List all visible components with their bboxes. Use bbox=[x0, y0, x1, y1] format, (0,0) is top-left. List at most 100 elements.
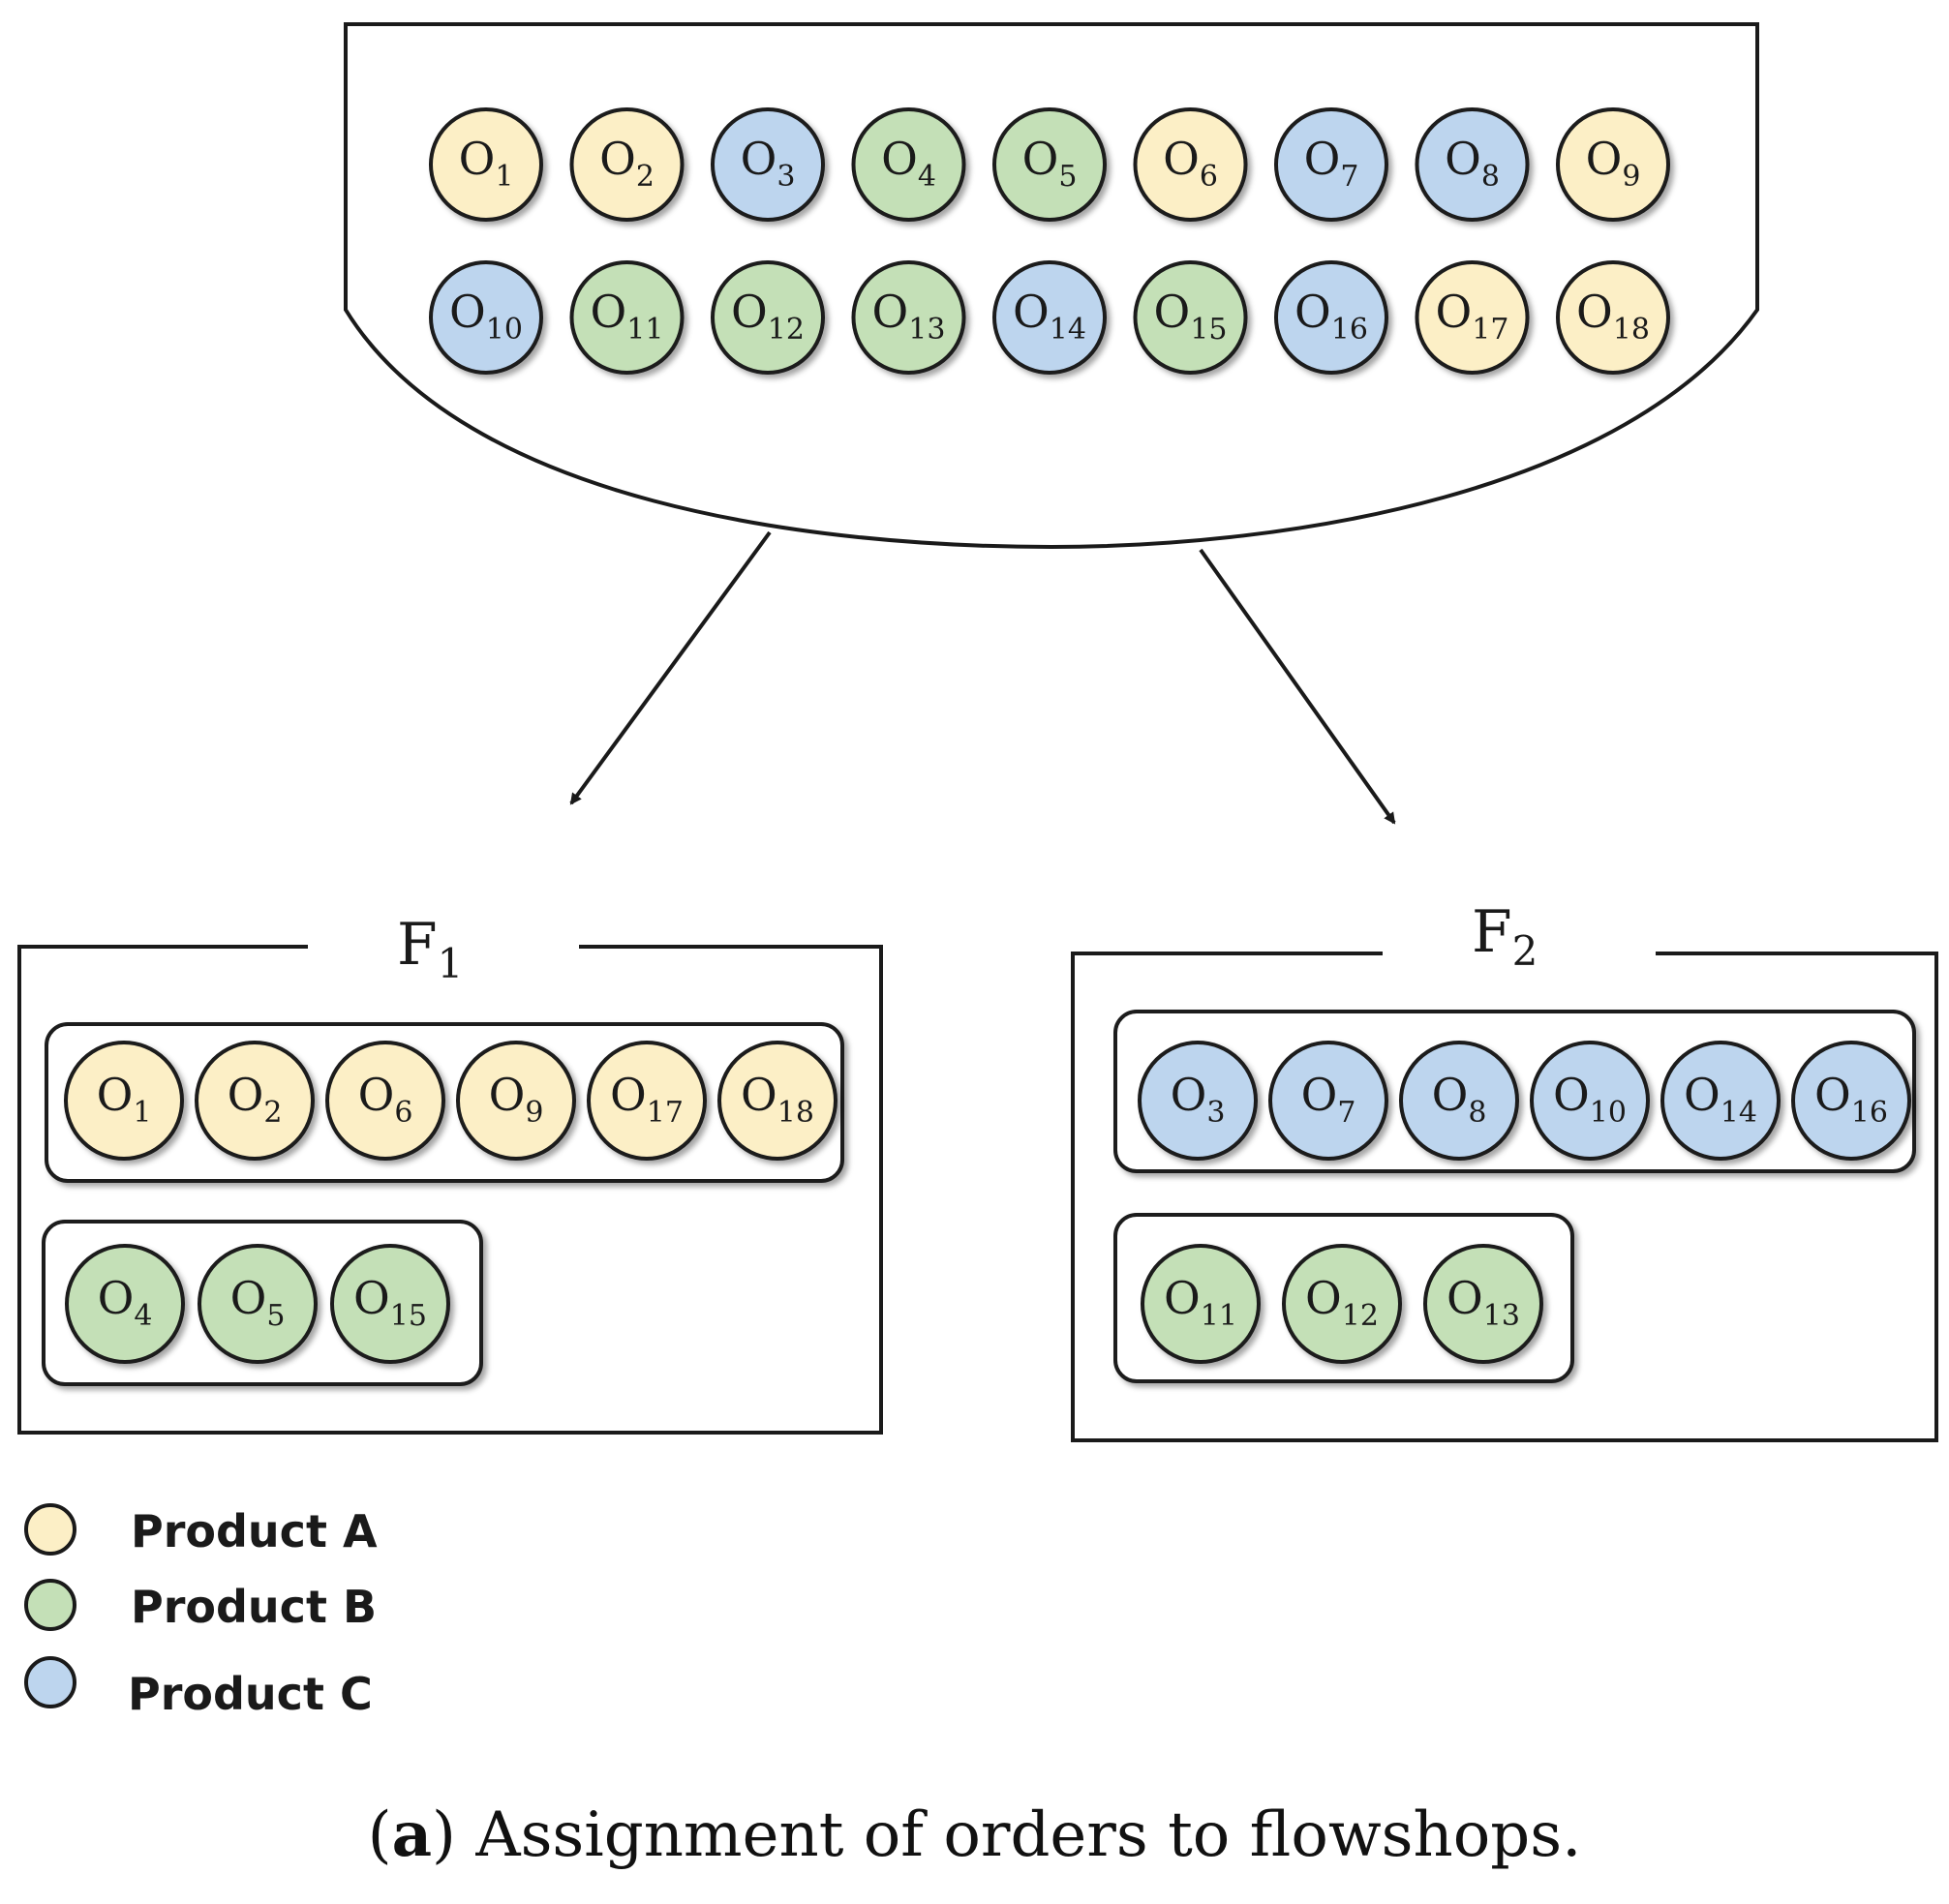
caption-letter: a bbox=[391, 1798, 433, 1871]
order-label: O16 bbox=[1294, 286, 1368, 347]
arrow-to-f1 bbox=[569, 530, 772, 805]
caption-text: Assignment of orders to flowshops. bbox=[475, 1799, 1582, 1871]
order-o16: O16 bbox=[1791, 1041, 1911, 1161]
flowshop-f2-box bbox=[1071, 952, 1938, 1442]
flowshop-f1-box bbox=[17, 945, 883, 1435]
order-circle bbox=[65, 1244, 185, 1364]
order-label: O2 bbox=[599, 133, 655, 194]
order-circle bbox=[1268, 1041, 1388, 1161]
order-circle bbox=[1282, 1244, 1402, 1364]
order-o15: O15 bbox=[1133, 260, 1248, 375]
order-o4: O4 bbox=[851, 107, 966, 222]
figure-caption: (a) Assignment of orders to flowshops. bbox=[367, 1798, 1582, 1871]
order-label: O4 bbox=[98, 1272, 153, 1333]
order-circle bbox=[851, 260, 966, 375]
legend-label-product-c: Product C bbox=[128, 1668, 373, 1720]
order-label: O3 bbox=[1171, 1069, 1226, 1130]
order-label: O14 bbox=[1013, 286, 1086, 347]
legend-item-product-c: Product C bbox=[24, 1656, 373, 1720]
order-circle bbox=[1274, 107, 1388, 222]
order-circle bbox=[1141, 1244, 1261, 1364]
legend-label-product-a: Product A bbox=[131, 1505, 378, 1557]
order-label: O12 bbox=[1305, 1272, 1379, 1333]
order-o17: O17 bbox=[587, 1041, 707, 1161]
order-circle bbox=[1556, 260, 1670, 375]
order-o11: O11 bbox=[569, 260, 685, 375]
order-circle bbox=[851, 107, 966, 222]
order-label: O12 bbox=[731, 286, 805, 347]
order-label: O6 bbox=[1163, 133, 1218, 194]
order-circle bbox=[1133, 260, 1248, 375]
order-o18: O18 bbox=[1556, 260, 1670, 375]
order-o5: O5 bbox=[198, 1244, 318, 1364]
order-label: O1 bbox=[459, 133, 514, 194]
order-circle bbox=[711, 107, 825, 222]
order-label: O7 bbox=[1304, 133, 1359, 194]
order-circle bbox=[992, 260, 1107, 375]
order-o10: O10 bbox=[1530, 1041, 1650, 1161]
order-circle bbox=[1556, 107, 1670, 222]
order-label: O2 bbox=[228, 1069, 283, 1130]
order-label: O16 bbox=[1814, 1069, 1888, 1130]
order-label: O15 bbox=[1154, 286, 1228, 347]
order-label: O3 bbox=[741, 133, 796, 194]
order-o8: O8 bbox=[1415, 107, 1530, 222]
legend-label-product-b: Product B bbox=[131, 1581, 377, 1633]
legend-item-product-b: Product B bbox=[24, 1579, 377, 1633]
order-o14: O14 bbox=[1660, 1041, 1781, 1161]
order-label: O18 bbox=[1576, 286, 1650, 347]
legend-item-product-a: Product A bbox=[24, 1503, 378, 1557]
order-circle bbox=[325, 1041, 445, 1161]
order-circle bbox=[1399, 1041, 1519, 1161]
order-circle bbox=[1415, 260, 1530, 375]
order-label: O11 bbox=[591, 286, 664, 347]
order-circle bbox=[429, 260, 543, 375]
order-label: O11 bbox=[1164, 1272, 1237, 1333]
order-o1: O1 bbox=[64, 1041, 184, 1161]
legend-swatch-product-b bbox=[24, 1579, 76, 1631]
order-circle bbox=[587, 1041, 707, 1161]
order-circle bbox=[569, 260, 685, 375]
order-circle bbox=[1133, 107, 1248, 222]
order-label: O14 bbox=[1684, 1069, 1757, 1130]
order-circle bbox=[429, 107, 543, 222]
order-label: O9 bbox=[1586, 133, 1641, 194]
order-circle bbox=[1138, 1041, 1258, 1161]
order-o1: O1 bbox=[429, 107, 543, 222]
order-circle bbox=[1530, 1041, 1650, 1161]
order-circle bbox=[992, 107, 1107, 222]
order-label: O4 bbox=[881, 133, 936, 194]
order-circle bbox=[195, 1041, 315, 1161]
order-o2: O2 bbox=[195, 1041, 315, 1161]
order-label: O1 bbox=[97, 1069, 152, 1130]
order-o11: O11 bbox=[1141, 1244, 1261, 1364]
order-o12: O12 bbox=[711, 260, 825, 375]
order-circle bbox=[569, 107, 685, 222]
order-label: O13 bbox=[1447, 1272, 1520, 1333]
order-label: O17 bbox=[610, 1069, 684, 1130]
order-o17: O17 bbox=[1415, 260, 1530, 375]
order-circle bbox=[456, 1041, 576, 1161]
order-label: O6 bbox=[358, 1069, 413, 1130]
order-o10: O10 bbox=[429, 260, 543, 375]
order-label: O5 bbox=[1022, 133, 1078, 194]
order-label: O8 bbox=[1432, 1069, 1487, 1130]
order-circle bbox=[1274, 260, 1388, 375]
order-circle bbox=[1791, 1041, 1911, 1161]
arrow-to-f2 bbox=[1199, 548, 1396, 825]
order-o9: O9 bbox=[1556, 107, 1670, 222]
order-label: O10 bbox=[1553, 1069, 1627, 1130]
order-o6: O6 bbox=[1133, 107, 1248, 222]
order-o9: O9 bbox=[456, 1041, 576, 1161]
order-circle bbox=[1415, 107, 1530, 222]
flowshop-f2-title: F2 bbox=[1472, 898, 1538, 975]
order-o6: O6 bbox=[325, 1041, 445, 1161]
order-o4: O4 bbox=[65, 1244, 185, 1364]
order-circle bbox=[64, 1041, 184, 1161]
order-label: O13 bbox=[872, 286, 946, 347]
order-o7: O7 bbox=[1274, 107, 1388, 222]
order-label: O18 bbox=[741, 1069, 814, 1130]
legend-swatch-product-c bbox=[24, 1656, 76, 1708]
